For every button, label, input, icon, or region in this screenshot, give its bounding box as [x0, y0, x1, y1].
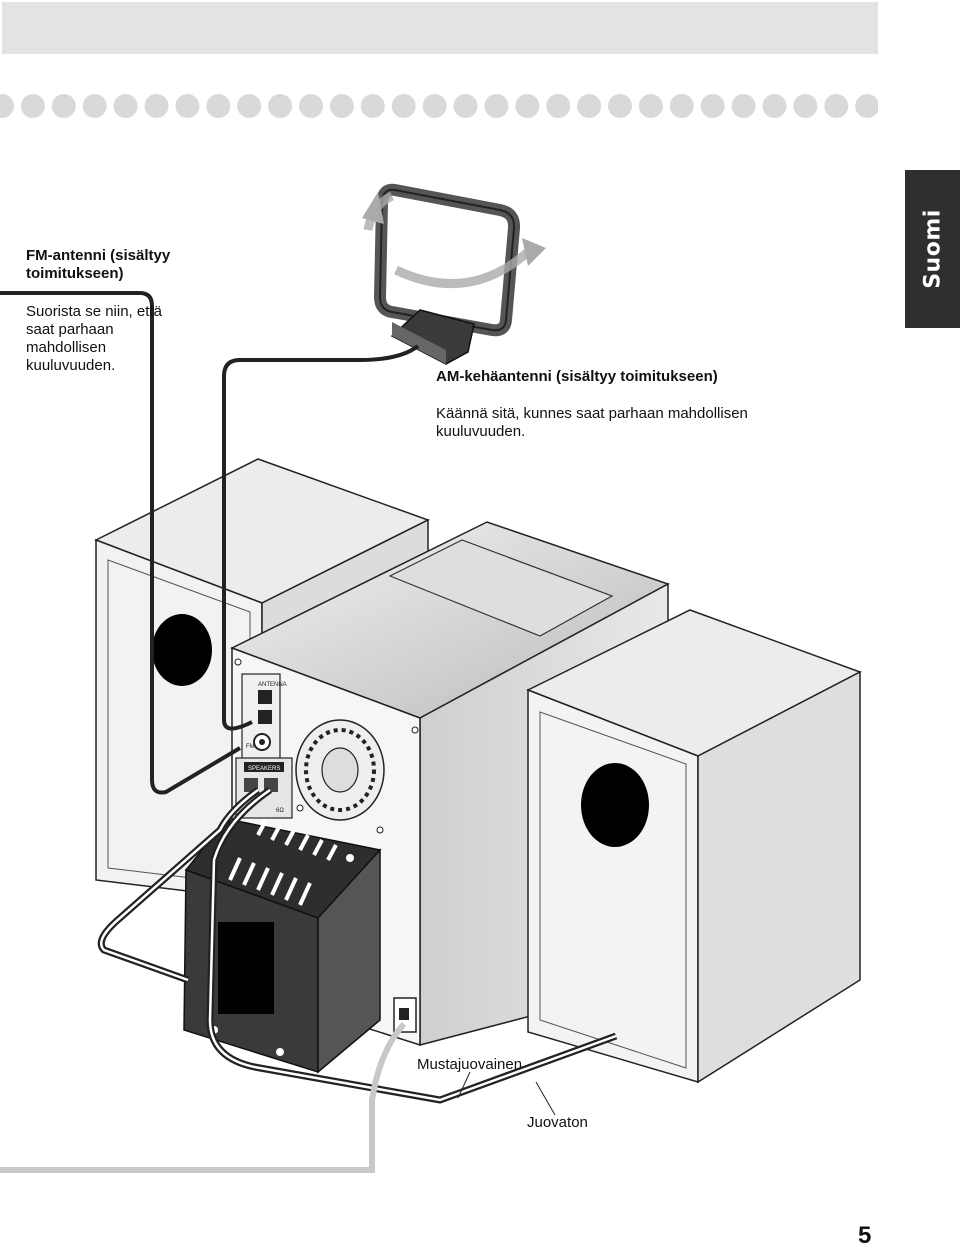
- decorative-dot: [144, 94, 169, 118]
- decorative-dot: [824, 94, 849, 118]
- right-speaker: [526, 609, 862, 1084]
- decorative-dot: [329, 94, 354, 118]
- decorative-dot: [515, 94, 540, 118]
- decorative-dot: [546, 94, 571, 118]
- speaker-wires: [97, 787, 618, 1104]
- decorative-dot: [453, 94, 478, 118]
- power-cord: [0, 1021, 407, 1173]
- fm-antenna-wire: [0, 291, 242, 795]
- panel-impedance-label: 6Ω: [276, 808, 284, 814]
- decorative-dot: [360, 94, 385, 118]
- header-bar: [2, 2, 878, 54]
- decorative-dot: [484, 94, 509, 118]
- decorative-dot: [237, 94, 262, 118]
- decorative-dot: [268, 94, 293, 118]
- decorative-dot: [422, 94, 447, 118]
- plain-wire-label: Juovaton: [527, 1114, 588, 1131]
- decorative-dot: [20, 94, 45, 118]
- decorative-dot: [762, 94, 787, 118]
- panel-antenna-label: ANTENNA: [258, 682, 287, 688]
- decorative-dot: [700, 94, 725, 118]
- cooling-fan: [295, 719, 385, 821]
- decorative-dot: [299, 94, 323, 118]
- am-antenna-text: Käännä sitä, kunnes saat parhaan mahdoll…: [436, 405, 748, 440]
- decorative-dot: [793, 94, 818, 118]
- rotate-arrow-icon: [394, 246, 534, 289]
- decorative-dot: [731, 94, 756, 118]
- decorative-dot: [638, 94, 663, 118]
- language-tab: Suomi: [905, 170, 960, 328]
- am-antenna-wire: [222, 344, 420, 731]
- right-woofer: [581, 763, 649, 847]
- am-antenna-title: AM-kehäantenni (sisältyy toimitukseen): [436, 368, 718, 385]
- am-loop-antenna: [362, 183, 546, 365]
- decorative-dot: [0, 94, 14, 118]
- decorative-dot: [577, 94, 602, 118]
- decorative-dot: [669, 94, 694, 118]
- decorative-dot: [175, 94, 200, 118]
- decorative-dot: [855, 94, 878, 118]
- decorative-dot-row: [0, 94, 878, 118]
- page-number: 5: [858, 1222, 872, 1249]
- decorative-dot: [51, 94, 76, 118]
- fm-antenna-text: Suorista se niin, että saat parhaan mahd…: [26, 303, 162, 374]
- left-woofer: [152, 614, 212, 686]
- striped-wire-label: Mustajuovainen: [417, 1056, 523, 1073]
- decorative-dot: [206, 94, 231, 118]
- power-module: [183, 819, 382, 1074]
- decorative-dot: [113, 94, 138, 118]
- decorative-dot: [391, 94, 416, 118]
- fm-antenna-title: FM-antenni (sisältyy toimitukseen): [26, 247, 171, 282]
- decorative-dot: [608, 94, 632, 118]
- panel-speakers-label: SPEAKERS: [248, 766, 280, 772]
- decorative-dot: [82, 94, 107, 118]
- panel-fm-label: FM: [246, 744, 255, 750]
